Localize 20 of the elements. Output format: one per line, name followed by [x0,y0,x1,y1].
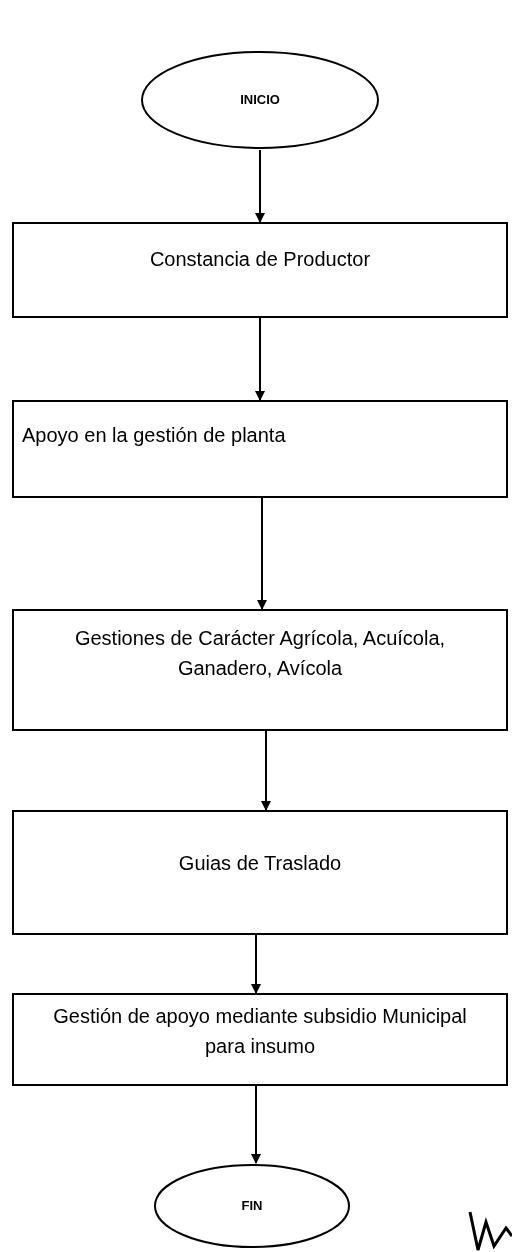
process-label: Gestión de apoyo mediante subsidio Municipal para insumo [52,1004,468,1059]
arrow [255,149,265,223]
terminal-label: INICIO [240,91,280,110]
process-box [12,400,508,498]
terminal-label: FIN [241,1197,263,1216]
arrow [251,934,261,994]
terminal-ellipse [153,1163,351,1249]
process-label: Apoyo en la gestión de planta [21,423,287,448]
process-box [12,609,508,731]
arrow [257,497,267,610]
process-box [12,810,508,935]
process-label: Gestiones de Carácter Agrícola, Acuícola, Ganadero, Avícola [73,626,447,681]
process-label: Constancia de Productor [148,247,372,272]
arrow [261,730,271,811]
process-label: Guias de Traslado [177,851,343,876]
terminal-ellipse [140,50,380,150]
arrow [255,317,265,401]
process-box [12,993,508,1086]
arrow [251,1085,261,1164]
process-box [12,222,508,318]
